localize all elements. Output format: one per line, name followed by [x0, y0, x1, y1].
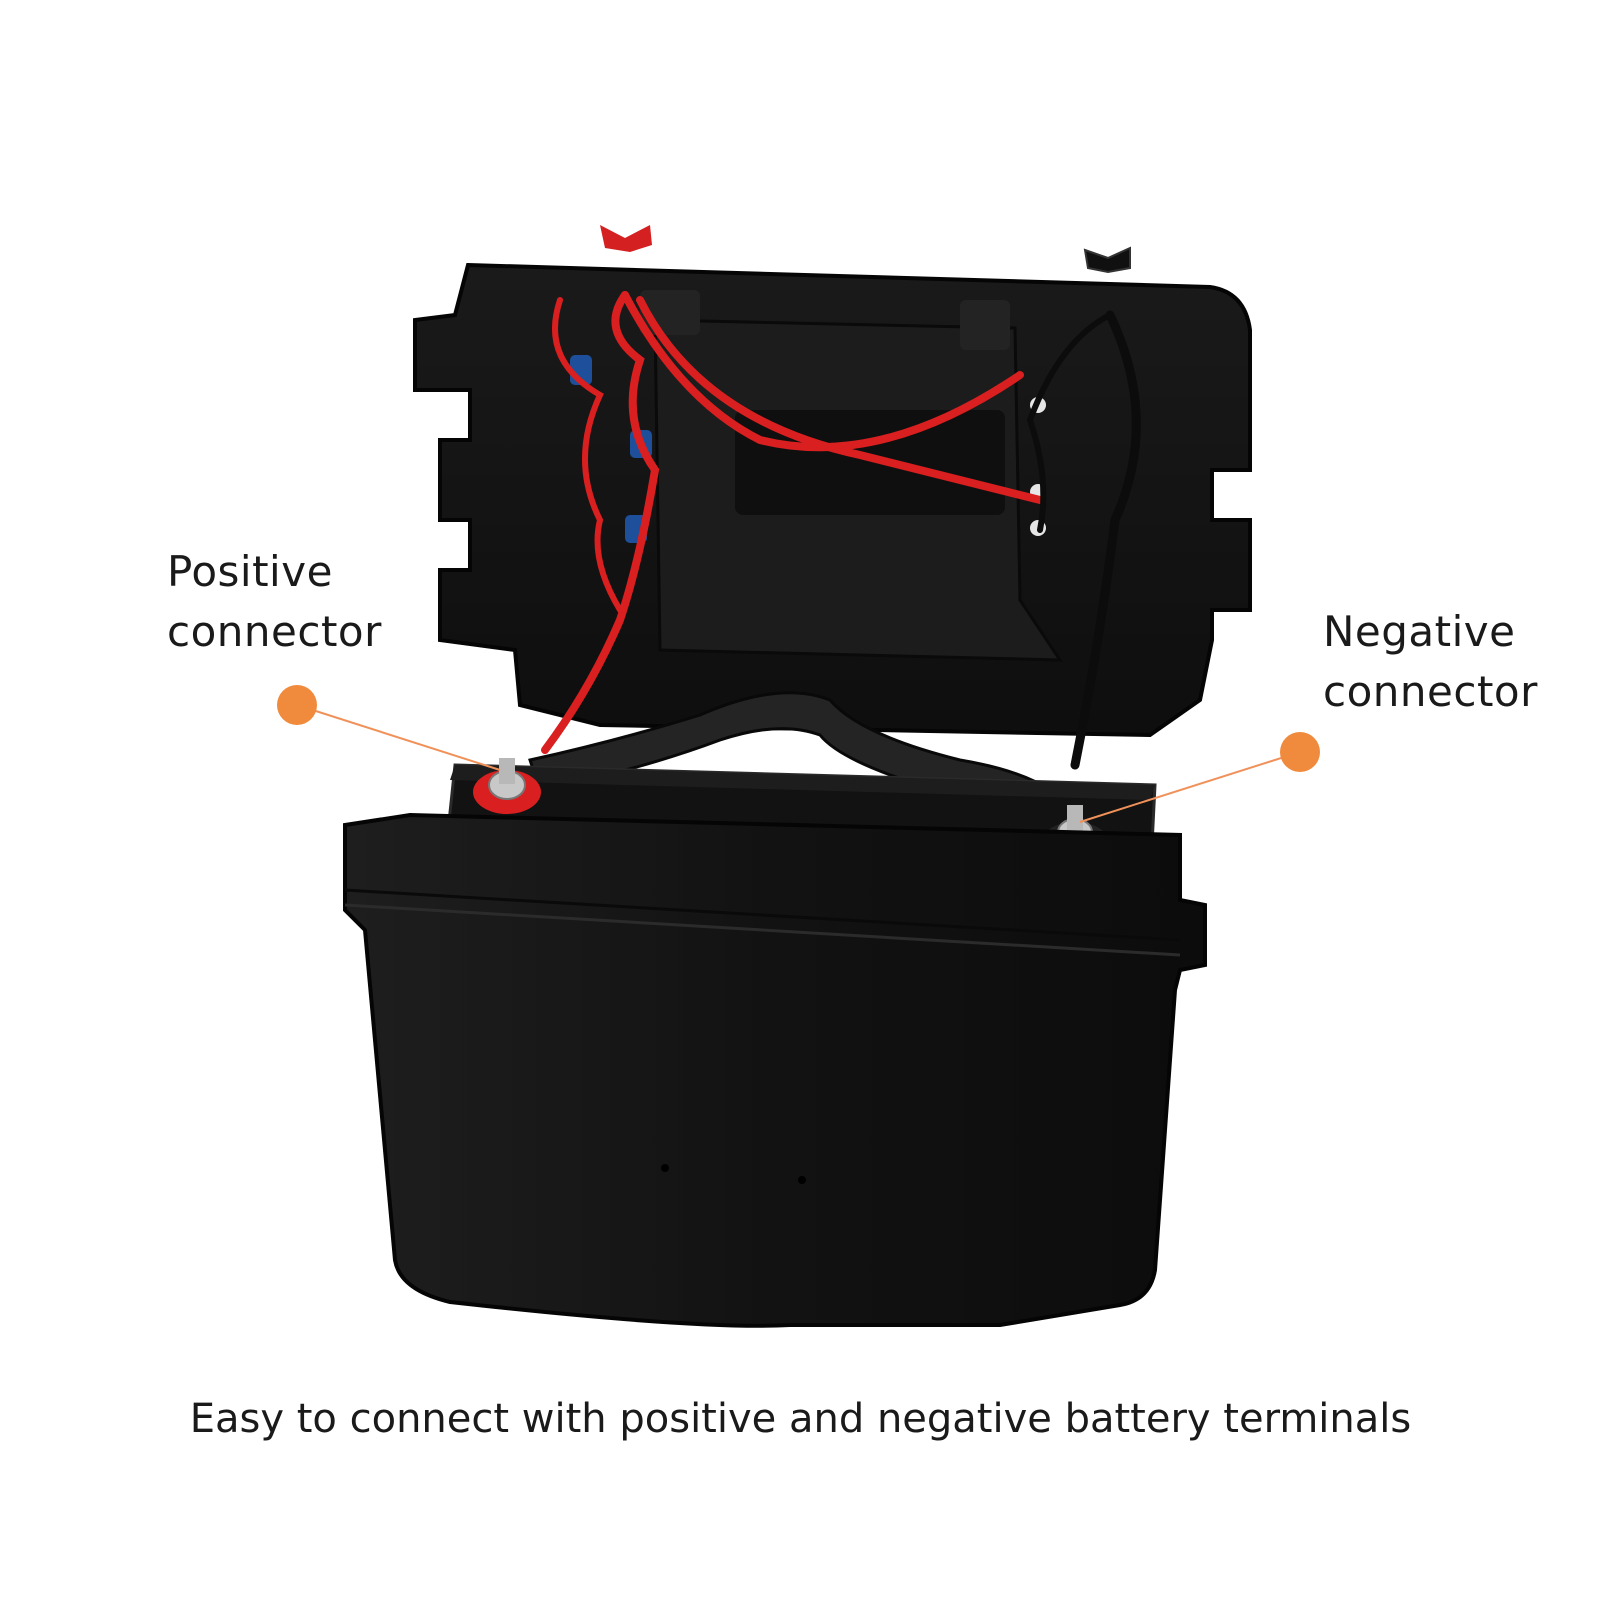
positive-terminal [473, 758, 541, 814]
negative-callout-dot [1280, 732, 1320, 772]
negative-label-line2: connector [1323, 667, 1538, 716]
positive-connector-label: Positive connector [167, 542, 382, 662]
wiring [541, 291, 1141, 770]
image-caption: Easy to connect with positive and negati… [189, 1396, 1412, 1442]
positive-callout [277, 685, 501, 771]
wing-nut-black [1083, 246, 1131, 274]
negative-connector-label: Negative connector [1323, 602, 1538, 722]
negative-label-line1: Negative [1323, 607, 1516, 656]
negative-callout [1079, 732, 1320, 823]
battery-box-body [343, 812, 1207, 1328]
wing-nut-red [600, 225, 652, 252]
positive-label-line2: connector [167, 607, 382, 656]
positive-callout-dot [277, 685, 317, 725]
positive-label-line1: Positive [167, 547, 333, 596]
